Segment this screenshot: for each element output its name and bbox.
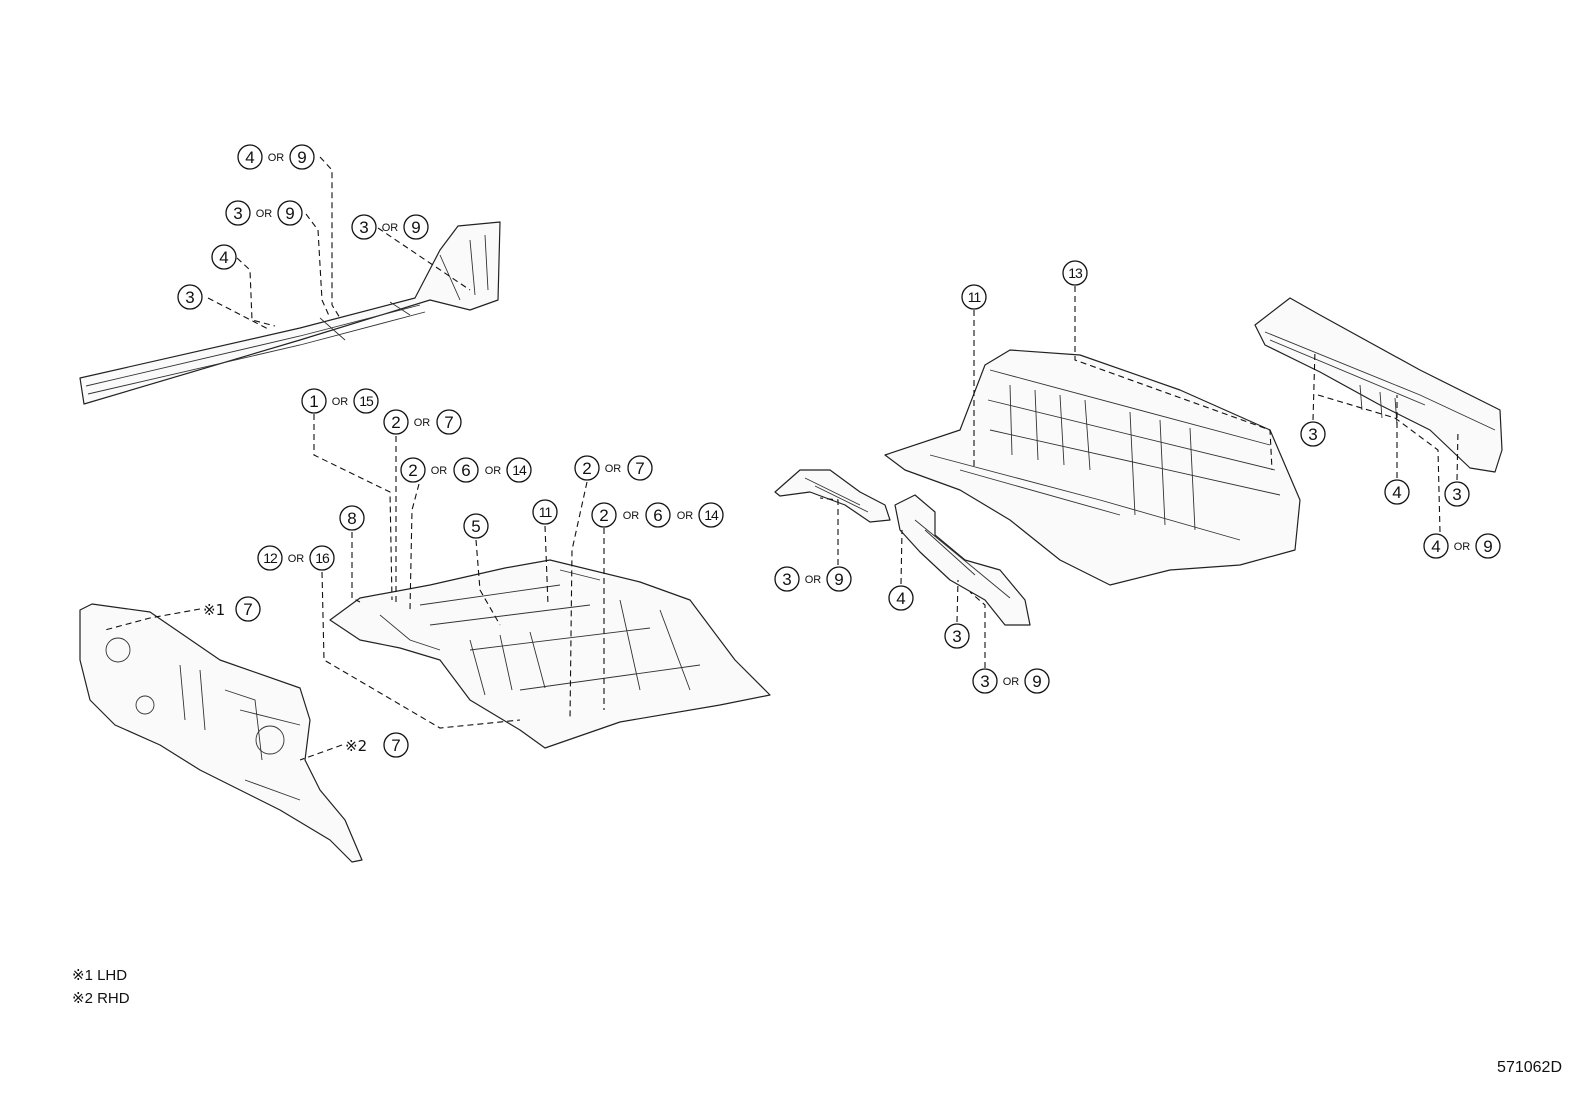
callout-rear-13: 13 bbox=[1062, 260, 1088, 286]
dash-panel bbox=[79, 603, 363, 863]
leader-lines bbox=[104, 156, 1459, 761]
svg-text:4: 4 bbox=[896, 589, 905, 608]
center-cross-member-front bbox=[774, 469, 891, 523]
rocker-sill-panel bbox=[79, 221, 501, 405]
callout-floor-8: 8 bbox=[339, 505, 365, 531]
svg-text:1: 1 bbox=[309, 392, 318, 411]
callout-floor-2-or-7-b: 2 OR 7 bbox=[574, 455, 653, 481]
svg-text:OR: OR bbox=[1454, 541, 1471, 553]
svg-text:3: 3 bbox=[233, 204, 242, 223]
callout-rocker-4: 4 bbox=[211, 244, 237, 270]
svg-text:16: 16 bbox=[315, 550, 330, 566]
svg-text:2: 2 bbox=[391, 413, 400, 432]
diagram-code: 571062D bbox=[1497, 1059, 1562, 1076]
svg-text:7: 7 bbox=[391, 736, 400, 755]
svg-text:2: 2 bbox=[582, 459, 591, 478]
svg-text:OR: OR bbox=[332, 396, 349, 408]
callout-floor-12-or-16: 12 OR 16 bbox=[257, 545, 335, 571]
svg-text:7: 7 bbox=[635, 459, 644, 478]
callout-rail-4-or-9: 4 OR 9 bbox=[1423, 533, 1501, 559]
callout-floor-5: 5 bbox=[463, 513, 489, 539]
svg-text:OR: OR bbox=[382, 222, 399, 234]
svg-text:OR: OR bbox=[805, 574, 822, 586]
svg-text:8: 8 bbox=[347, 509, 356, 528]
svg-text:OR: OR bbox=[256, 208, 273, 220]
callout-rail-4: 4 bbox=[1384, 479, 1410, 505]
rear-floor-side-rail bbox=[1254, 297, 1503, 473]
svg-text:15: 15 bbox=[359, 393, 374, 409]
callout-floor-2-or-6-or-14-a: 2 OR 6 OR 14 bbox=[400, 457, 532, 483]
svg-text:7: 7 bbox=[444, 413, 453, 432]
front-floor-pan bbox=[329, 559, 771, 749]
note-rhd: ※2 RHD bbox=[72, 990, 130, 1007]
svg-text:OR: OR bbox=[485, 465, 502, 477]
svg-text:13: 13 bbox=[1068, 265, 1083, 281]
svg-text:OR: OR bbox=[288, 553, 305, 565]
svg-text:OR: OR bbox=[431, 465, 448, 477]
svg-text:3: 3 bbox=[359, 218, 368, 237]
svg-text:3: 3 bbox=[980, 672, 989, 691]
callout-rocker-3-or-9-a: 3 OR 9 bbox=[225, 200, 303, 226]
svg-text:9: 9 bbox=[1483, 537, 1492, 556]
callout-dash-lhd-7: ※1 7 bbox=[203, 596, 261, 622]
svg-text:3: 3 bbox=[185, 288, 194, 307]
callout-mid-3-or-9-b: 3 OR 9 bbox=[972, 668, 1050, 694]
svg-text:4: 4 bbox=[219, 248, 228, 267]
svg-text:9: 9 bbox=[285, 204, 294, 223]
svg-text:9: 9 bbox=[834, 570, 843, 589]
center-cross-member-rear bbox=[894, 494, 1031, 626]
svg-text:6: 6 bbox=[653, 506, 662, 525]
svg-text:OR: OR bbox=[1003, 676, 1020, 688]
svg-text:※1: ※1 bbox=[203, 601, 225, 619]
svg-text:OR: OR bbox=[605, 463, 622, 475]
callout-rocker-4-or-9: 4 OR 9 bbox=[237, 144, 315, 170]
callout-dash-rhd-7: ※2 7 bbox=[345, 732, 409, 758]
callout-rail-3-a: 3 bbox=[1300, 421, 1326, 447]
svg-text:9: 9 bbox=[411, 218, 420, 237]
callout-rocker-3: 3 bbox=[177, 284, 203, 310]
svg-text:3: 3 bbox=[952, 627, 961, 646]
svg-text:7: 7 bbox=[243, 600, 252, 619]
region-notes: ※1 LHD ※2 RHD bbox=[72, 964, 130, 1010]
callout-floor-2-or-7-a: 2 OR 7 bbox=[383, 409, 462, 435]
svg-text:OR: OR bbox=[623, 510, 640, 522]
note-lhd: ※1 LHD bbox=[72, 967, 128, 984]
callout-rear-11: 11 bbox=[961, 284, 987, 310]
svg-text:3: 3 bbox=[1452, 485, 1461, 504]
rear-floor-pan bbox=[884, 349, 1301, 586]
svg-text:11: 11 bbox=[968, 289, 982, 305]
svg-text:5: 5 bbox=[471, 517, 480, 536]
svg-text:11: 11 bbox=[539, 504, 553, 520]
callout-mid-3: 3 bbox=[944, 623, 970, 649]
svg-text:2: 2 bbox=[599, 506, 608, 525]
svg-text:6: 6 bbox=[461, 461, 470, 480]
svg-text:9: 9 bbox=[1032, 672, 1041, 691]
callout-mid-3-or-9-a: 3 OR 9 bbox=[774, 566, 852, 592]
svg-text:14: 14 bbox=[512, 462, 527, 478]
svg-text:※2: ※2 bbox=[345, 737, 367, 755]
svg-text:OR: OR bbox=[268, 152, 285, 164]
svg-text:4: 4 bbox=[1431, 537, 1440, 556]
svg-text:OR: OR bbox=[677, 510, 694, 522]
svg-text:4: 4 bbox=[1392, 483, 1401, 502]
callout-floor-1-or-15: 1 OR 15 bbox=[301, 388, 379, 414]
svg-text:2: 2 bbox=[408, 461, 417, 480]
svg-text:4: 4 bbox=[245, 148, 254, 167]
callout-rail-3-b: 3 bbox=[1444, 481, 1470, 507]
callout-floor-2-or-6-or-14-b: 2 OR 6 OR 14 bbox=[591, 502, 724, 528]
callout-floor-11: 11 bbox=[532, 499, 558, 525]
callout-mid-4: 4 bbox=[888, 585, 914, 611]
svg-text:3: 3 bbox=[1308, 425, 1317, 444]
svg-text:3: 3 bbox=[782, 570, 791, 589]
svg-text:14: 14 bbox=[704, 507, 719, 523]
svg-text:9: 9 bbox=[297, 148, 306, 167]
svg-text:12: 12 bbox=[263, 550, 278, 566]
svg-text:OR: OR bbox=[414, 417, 431, 429]
callout-rocker-3-or-9-b: 3 OR 9 bbox=[351, 214, 429, 240]
